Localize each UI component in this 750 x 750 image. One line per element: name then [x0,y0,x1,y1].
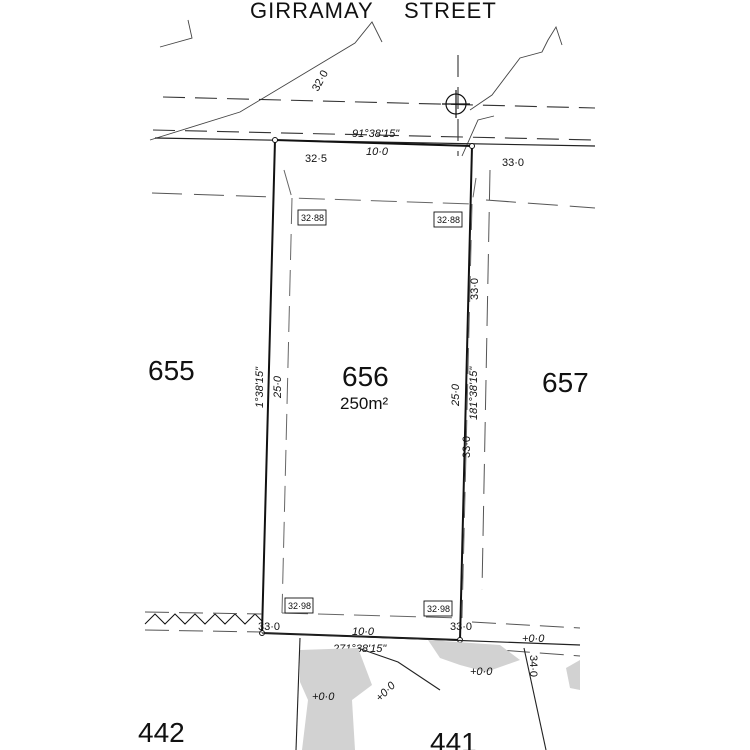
contour-label-32-0: 32·0 [310,68,331,93]
retaining-wall-zigzag [144,613,263,625]
contour-label-33-0-bottom-left: 33·0 [258,621,280,633]
contour-label-32-5: 32·5 [305,153,327,165]
street-name-part2: STREET [404,0,497,23]
lot-657-number: 657 [542,367,589,398]
svg-text:32·88: 32·88 [301,213,324,223]
spot-level-3: +0·0 [470,666,493,678]
spot-level-1: +0·0 [312,691,335,703]
spot-level-4: +0·0 [522,633,545,645]
contour-label-34-0: 34·0 [527,655,539,677]
length-east: 25·0 [450,383,462,407]
bearing-west: 1°38'15" [254,366,266,408]
rl-box-bottom-right: 32·98 [423,600,453,617]
shaded-areas [300,640,580,750]
length-north: 10·0 [366,146,389,158]
lower-lot-lines [295,637,547,750]
bearing-east: 181°38'15" [468,366,480,420]
length-west: 25·0 [272,375,284,399]
rl-box-top-right: 32·88 [433,211,463,228]
street-name-part1: GIRRAMAY [250,0,374,23]
building-envelope [281,169,477,619]
lot-656-number: 656 [342,361,389,392]
bearing-north: 91°38'15" [352,128,400,140]
contour-label-33-0-mid: 33·0 [461,436,473,458]
svg-text:32·98: 32·98 [288,601,311,611]
neighbour-dashed-lines [151,169,596,591]
lot-655-number: 655 [148,355,195,386]
lot-442-number: 442 [138,717,185,748]
road-dashed-lines [152,55,596,156]
length-south: 10·0 [352,626,375,638]
rear-boundary-line [261,632,581,646]
contour-label-33-0-right: 33·0 [469,278,481,300]
rl-box-top-left: 32·88 [297,209,327,226]
road-boundary-line [154,137,596,147]
spot-level-2: +0·0 [374,679,399,704]
lot-441-number: 441 [430,727,477,750]
contour-label-33-0-top: 33·0 [502,157,524,169]
contour-label-33-0-bottom-right: 33·0 [450,621,472,633]
rl-box-bottom-left: 32·98 [284,597,314,614]
survey-marker-icon [442,90,470,118]
svg-text:32·98: 32·98 [427,604,450,614]
svg-text:32·88: 32·88 [437,215,460,225]
lot-656-area: 250m² [340,394,389,413]
